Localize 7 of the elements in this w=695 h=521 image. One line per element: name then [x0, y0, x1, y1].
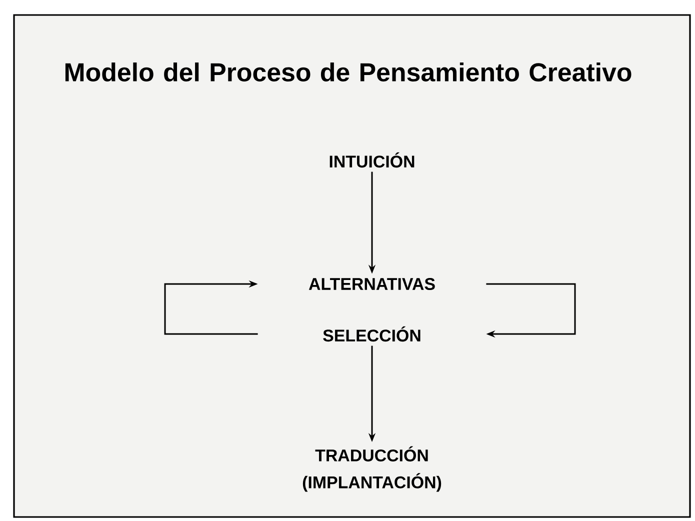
- arrow: [164, 280, 258, 335]
- node-label: INTUICIÓN: [330, 152, 414, 168]
- arrow: [486, 283, 576, 338]
- node-label: TRADUCCIÓN (IMPLANTACIÓN): [302, 446, 442, 492]
- node-label: ALTERNATIVAS: [308, 278, 435, 290]
- title: Modelo del Proceso de Pensamiento Creativo: [65, 62, 632, 82]
- node-label: SELECCIÓN: [323, 326, 420, 342]
